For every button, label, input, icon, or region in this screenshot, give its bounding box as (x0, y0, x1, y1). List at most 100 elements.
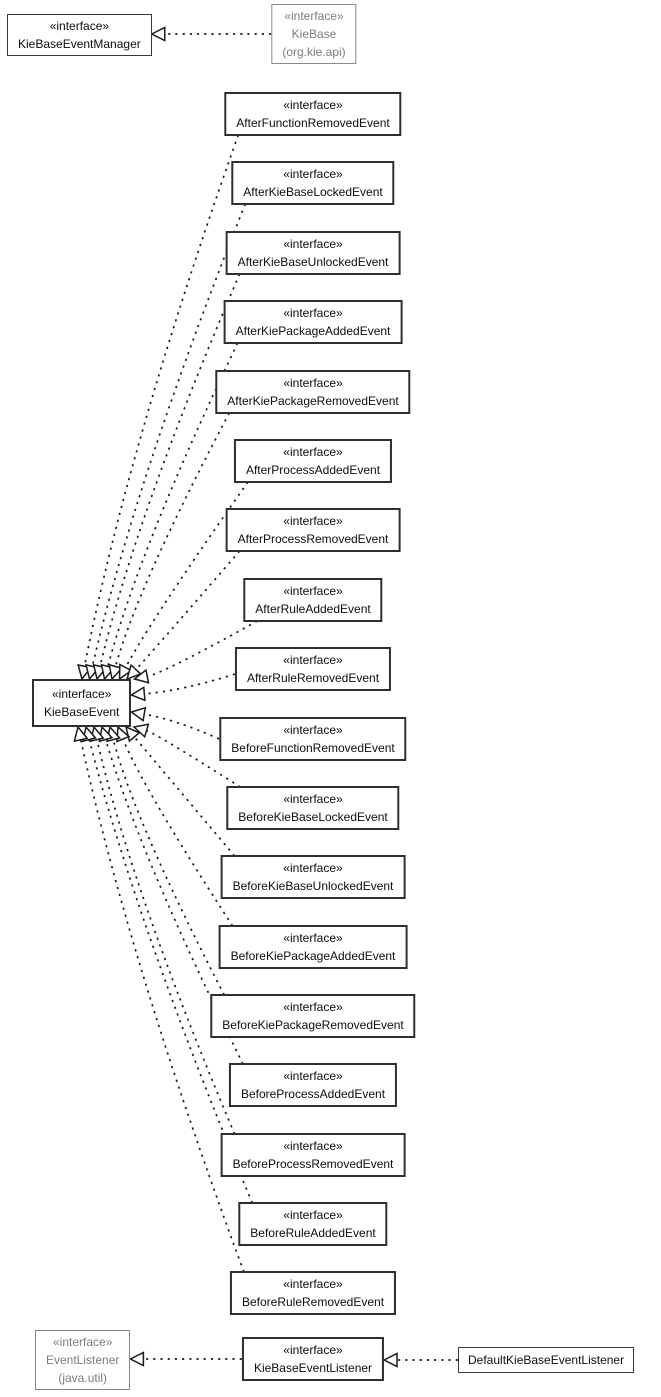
stereotype-label: «interface» (283, 445, 343, 459)
node-after-rule-removed-event[interactable]: «interface» AfterRuleRemovedEvent (234, 647, 392, 691)
node-package: (org.kie.api) (282, 45, 346, 59)
node-name: BeforeKieBaseLockedEvent (238, 810, 388, 824)
stereotype-label: «interface» (283, 1343, 343, 1357)
hollow-triangle-arrowhead (129, 706, 147, 722)
node-name: AfterProcessAddedEvent (245, 463, 381, 477)
node-kie-base[interactable]: «interface» KieBase (org.kie.api) (271, 4, 357, 64)
node-after-function-removed-event[interactable]: «interface» AfterFunctionRemovedEvent (224, 92, 402, 136)
node-name: KieBase (291, 27, 337, 41)
hollow-triangle-arrowhead (382, 1352, 398, 1368)
stereotype-label: «interface» (283, 1208, 343, 1222)
hollow-triangle-arrowhead (129, 686, 146, 702)
stereotype-label: «interface» (283, 1139, 343, 1153)
node-name: AfterKiePackageRemovedEvent (227, 394, 399, 408)
hollow-triangle-arrowhead (124, 725, 141, 743)
edge-AfterKiePackageRemovedEvent-to-KieBaseEvent (114, 412, 231, 667)
node-before-kie-base-locked-event[interactable]: «interface» BeforeKieBaseLockedEvent (226, 786, 400, 830)
node-name: KieBaseEventListener (253, 1361, 373, 1375)
node-name: BeforeKiePackageRemovedEvent (222, 1018, 404, 1032)
stereotype-label: «interface» (283, 306, 343, 320)
hollow-triangle-arrowhead (73, 725, 89, 743)
node-name: EventListener (46, 1353, 120, 1367)
stereotype-label: «interface» (283, 1069, 343, 1083)
stereotype-label: «interface» (49, 19, 110, 33)
stereotype-label: «interface» (283, 167, 343, 181)
node-after-kie-package-added-event[interactable]: «interface» AfterKiePackageAddedEvent (223, 300, 403, 344)
node-before-kie-base-unlocked-event[interactable]: «interface» BeforeKieBaseUnlockedEvent (220, 855, 406, 899)
edge-AfterFunctionRemovedEvent-to-KieBaseEvent (83, 134, 240, 667)
edge-AfterRuleAddedEvent-to-KieBaseEvent (147, 620, 258, 678)
node-name: DefaultKieBaseEventListener (468, 1353, 625, 1367)
node-kie-base-event[interactable]: «interface» KieBaseEvent (32, 679, 132, 727)
stereotype-label: «interface» (283, 723, 343, 737)
node-after-kie-base-unlocked-event[interactable]: «interface» AfterKieBaseUnlockedEvent (225, 231, 401, 275)
node-after-kie-package-removed-event[interactable]: «interface» AfterKiePackageRemovedEvent (215, 370, 411, 414)
stereotype-label: «interface» (283, 98, 343, 112)
stereotype-label: «interface» (283, 376, 343, 390)
node-name: AfterKieBaseLockedEvent (243, 185, 383, 199)
stereotype-label: «interface» (283, 1000, 343, 1014)
stereotype-label: «interface» (283, 584, 343, 598)
edge-AfterProcessAddedEvent-to-KieBaseEvent (124, 481, 249, 668)
stereotype-label: «interface» (283, 931, 343, 945)
stereotype-label: «interface» (283, 792, 343, 806)
node-name: BeforeProcessAddedEvent (240, 1087, 386, 1101)
node-kie-base-event-listener[interactable]: «interface» KieBaseEventListener (241, 1337, 385, 1381)
node-after-rule-added-event[interactable]: «interface» AfterRuleAddedEvent (243, 578, 383, 622)
edge-AfterKieBaseUnlockedEvent-to-KieBaseEvent (99, 273, 241, 667)
node-name: AfterRuleRemovedEvent (246, 671, 380, 685)
edge-BeforeFunctionRemovedEvent-to-KieBaseEvent (144, 713, 220, 740)
node-name: AfterFunctionRemovedEvent (236, 116, 390, 130)
hollow-triangle-arrowhead (132, 668, 150, 684)
stereotype-label: «interface» (283, 237, 343, 251)
node-after-kie-base-locked-event[interactable]: «interface» AfterKieBaseLockedEvent (231, 161, 395, 205)
node-name: AfterKieBaseUnlockedEvent (237, 255, 389, 269)
node-name: KieBaseEvent (44, 705, 120, 719)
edge-BeforeProcessRemovedEvent-to-KieBaseEvent (96, 739, 236, 1135)
hollow-triangle-arrowhead (128, 1351, 145, 1367)
node-name: BeforeKieBaseUnlockedEvent (232, 879, 394, 893)
node-before-process-removed-event[interactable]: «interface» BeforeProcessRemovedEvent (220, 1133, 406, 1177)
stereotype-label: «interface» (53, 1335, 113, 1349)
hollow-triangle-arrowhead (150, 26, 166, 42)
edge-AfterKiePackageAddedEvent-to-KieBaseEvent (107, 342, 239, 667)
edge-BeforeRuleAddedEvent-to-KieBaseEvent (88, 739, 254, 1204)
node-name: BeforeFunctionRemovedEvent (231, 741, 395, 755)
stereotype-label: «interface» (283, 1277, 343, 1291)
node-before-rule-added-event[interactable]: «interface» BeforeRuleAddedEvent (238, 1202, 388, 1246)
node-name: AfterKiePackageAddedEvent (235, 324, 391, 338)
hollow-triangle-arrowhead (125, 663, 143, 681)
edge-BeforeKiePackageAddedEvent-to-KieBaseEvent (122, 738, 234, 927)
edge-BeforeKiePackageRemovedEvent-to-KieBaseEvent (112, 739, 226, 996)
node-event-listener[interactable]: «interface» EventListener (java.util) (35, 1330, 131, 1390)
edge-AfterKieBaseLockedEvent-to-KieBaseEvent (91, 203, 247, 667)
hollow-triangle-arrowhead (118, 663, 133, 681)
node-before-kie-package-removed-event[interactable]: «interface» BeforeKiePackageRemovedEvent (210, 994, 416, 1038)
node-name: BeforeRuleRemovedEvent (241, 1295, 385, 1309)
node-name: AfterRuleAddedEvent (255, 602, 371, 616)
node-after-process-removed-event[interactable]: «interface» AfterProcessRemovedEvent (225, 508, 401, 552)
node-before-process-added-event[interactable]: «interface» BeforeProcessAddedEvent (228, 1063, 398, 1107)
hollow-triangle-arrowhead (108, 663, 124, 681)
node-before-kie-package-added-event[interactable]: «interface» BeforeKiePackageAddedEvent (218, 925, 408, 969)
node-package: (java.util) (58, 1371, 108, 1385)
node-name: AfterProcessRemovedEvent (237, 532, 389, 546)
node-kie-base-event-manager[interactable]: «interface» KieBaseEventManager (7, 14, 152, 56)
node-name: KieBaseEventManager (18, 37, 141, 51)
stereotype-label: «interface» (283, 861, 343, 875)
node-before-rule-removed-event[interactable]: «interface» BeforeRuleRemovedEvent (229, 1271, 397, 1315)
edge-BeforeKieBaseUnlockedEvent-to-KieBaseEvent (133, 736, 236, 857)
node-name: BeforeKiePackageAddedEvent (230, 949, 396, 963)
stereotype-label: «interface» (284, 9, 344, 23)
stereotype-label: «interface» (52, 687, 112, 701)
node-name: BeforeRuleAddedEvent (250, 1226, 376, 1240)
edge-AfterProcessRemovedEvent-to-KieBaseEvent (135, 550, 241, 671)
edge-AfterRuleRemovedEvent-to-KieBaseEvent (144, 673, 236, 695)
stereotype-label: «interface» (283, 514, 343, 528)
node-default-kie-base-event-listener[interactable]: DefaultKieBaseEventListener (458, 1347, 635, 1373)
node-after-process-added-event[interactable]: «interface» AfterProcessAddedEvent (233, 439, 393, 483)
node-before-function-removed-event[interactable]: «interface» BeforeFunctionRemovedEvent (219, 717, 407, 761)
stereotype-label: «interface» (283, 653, 343, 667)
hollow-triangle-arrowhead (132, 723, 150, 739)
